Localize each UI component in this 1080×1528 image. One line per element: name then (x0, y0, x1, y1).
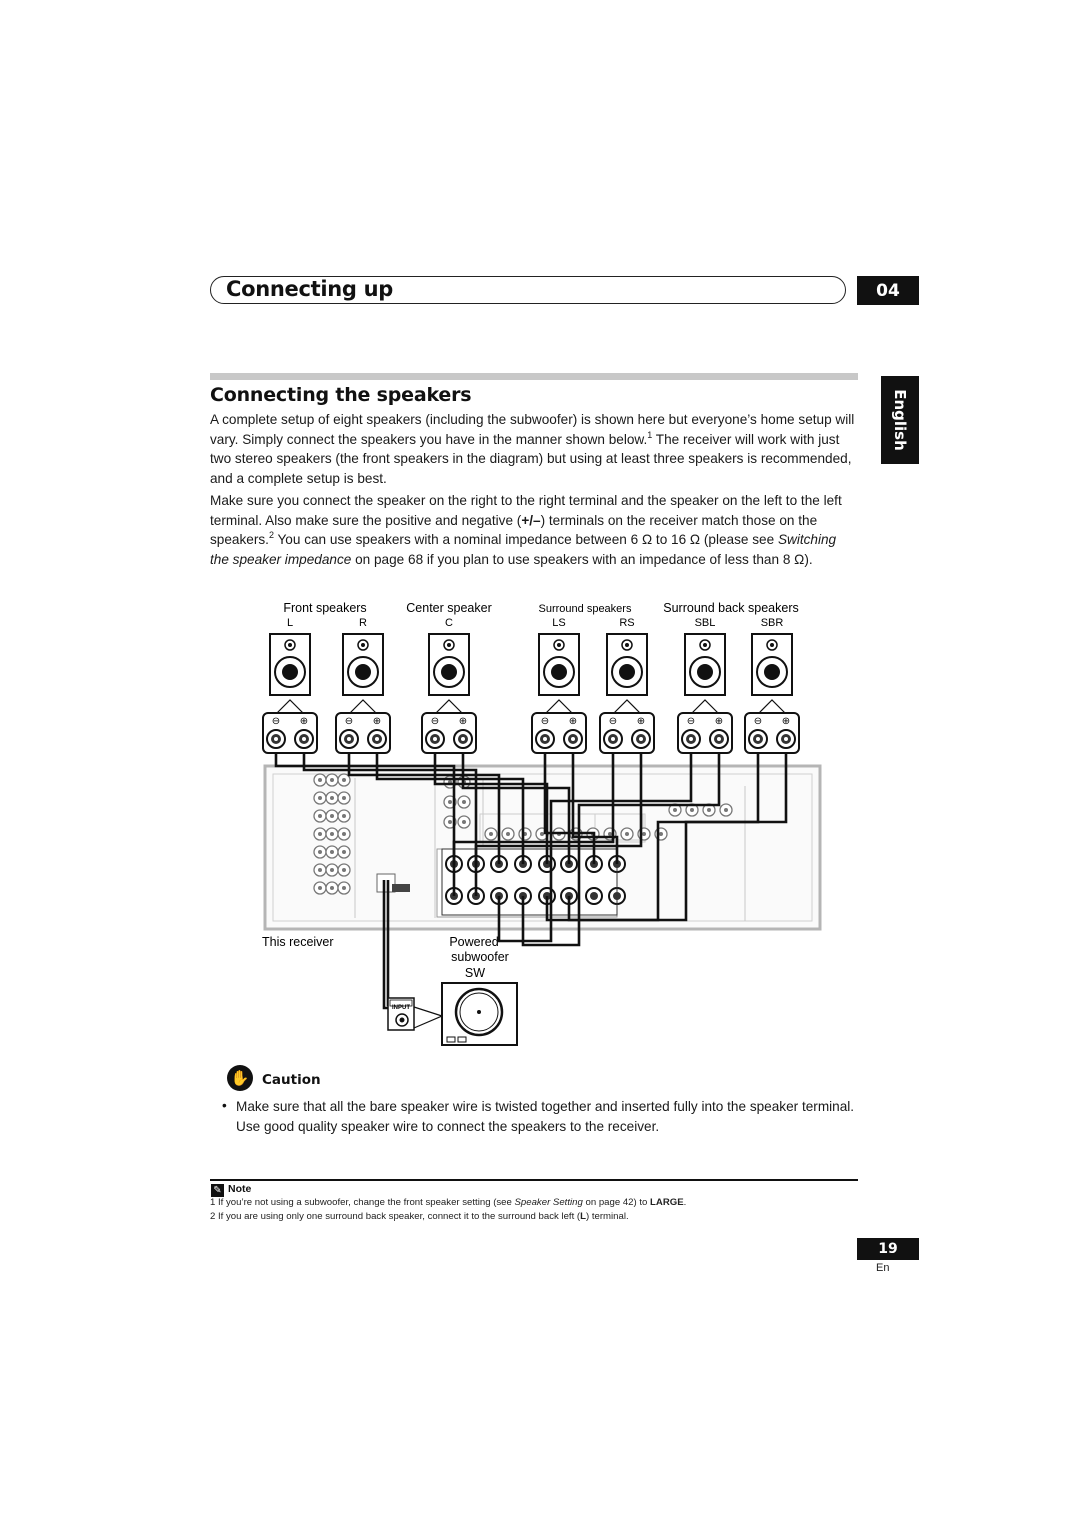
footnote-2-bold: L (580, 1211, 586, 1222)
intro-text-2: The receiver will work with just two ste… (210, 431, 852, 486)
polarity-symbol: +/– (521, 512, 541, 528)
minus-icon: ⊖ (345, 716, 353, 727)
page-language: En (876, 1262, 890, 1274)
connection-text-2: ) terminals on the receiver match those … (210, 512, 818, 548)
channel-label-rs: RS (619, 617, 634, 629)
speaker-rs-icon: ⊖⊕ (599, 633, 655, 754)
channel-label-r: R (359, 617, 367, 629)
minus-icon: ⊖ (272, 716, 280, 727)
note-rule (210, 1179, 858, 1181)
footnote-1-bold: LARGE (650, 1197, 684, 1208)
impedance-reference: Switching the speaker impedance (210, 532, 837, 567)
note-label: Note (228, 1183, 252, 1195)
footnote-1-text-c: . (683, 1197, 687, 1208)
footnote-2-text-b: ) terminal. (585, 1211, 629, 1222)
footnote-2-text-a: 2 If you are using only one surround bac… (210, 1211, 581, 1222)
plus-icon: ⊕ (715, 716, 723, 727)
center-speaker-label: Center speaker (406, 601, 491, 615)
connection-text-3: You can use speakers with a nominal impe… (273, 532, 778, 547)
connection-text-1: Make sure you connect the speaker on the… (210, 493, 842, 528)
caution-label: Caution (262, 1072, 321, 1088)
chapter-header-bar (210, 276, 846, 304)
speaker-c-icon: ⊖⊕ (421, 633, 477, 754)
footnote-1-text-a: 1 If you’re not using a subwoofer, chang… (210, 1197, 515, 1208)
terminal-icon: ⊖⊕ (677, 712, 733, 754)
surround-speakers-label: Surround speakers (539, 603, 632, 615)
terminal-icon: ⊖⊕ (262, 712, 318, 754)
language-tab: English (881, 376, 919, 464)
minus-icon: ⊖ (687, 716, 695, 727)
subwoofer-label-2: subwoofer (451, 950, 509, 964)
terminal-icon: ⊖⊕ (421, 712, 477, 754)
channel-label-l: L (287, 617, 293, 629)
speaker-ls-icon: ⊖⊕ (531, 633, 587, 754)
speakers: ⊖⊕⊖⊕⊖⊕⊖⊕⊖⊕⊖⊕⊖⊕ (262, 633, 800, 754)
intro-text-1: A complete setup of eight speakers (incl… (210, 412, 855, 447)
plus-icon: ⊕ (637, 716, 645, 727)
intro-paragraph: A complete setup of eight speakers (incl… (210, 410, 858, 488)
plus-icon: ⊕ (569, 716, 577, 727)
terminal-icon: ⊖⊕ (531, 712, 587, 754)
surround-back-speakers-label: Surround back speakers (663, 601, 799, 615)
subwoofer-input-label: INPUT (392, 1005, 410, 1011)
subwoofer-label-1: Powered (449, 935, 498, 949)
receiver-icon (263, 764, 822, 931)
plus-icon: ⊕ (373, 716, 381, 727)
subwoofer-id-label: SW (465, 966, 485, 980)
minus-icon: ⊖ (754, 716, 762, 727)
speaker-r-icon: ⊖⊕ (335, 633, 391, 754)
plus-icon: ⊕ (782, 716, 790, 727)
speaker-wires (274, 748, 788, 947)
channel-label-sbl: SBL (695, 617, 716, 629)
language-tab-label: English (891, 389, 909, 451)
footnote-1-italic: Speaker Setting (514, 1197, 583, 1208)
connection-text-4: on page 68 if you plan to use speakers w… (351, 551, 813, 567)
channel-label-ls: LS (552, 617, 565, 629)
terminal-icon: ⊖⊕ (599, 712, 655, 754)
speaker-sbl-icon: ⊖⊕ (677, 633, 733, 754)
section-title: Connecting the speakers (210, 384, 472, 406)
chapter-title: Connecting up (226, 277, 394, 301)
speaker-sbr-icon: ⊖⊕ (744, 633, 800, 754)
speaker-channel-labels: L R C LS RS SBL SBR (287, 617, 783, 629)
footnote-ref-2: 2 (268, 530, 274, 540)
terminal-icon: ⊖⊕ (744, 712, 800, 754)
caution-hand-icon: ✋ (227, 1065, 253, 1091)
channel-label-c: C (445, 617, 453, 629)
page-number: 19 (857, 1238, 919, 1260)
minus-icon: ⊖ (541, 716, 549, 727)
connection-paragraph: Make sure you connect the speaker on the… (210, 491, 858, 569)
caution-text: Make sure that all the bare speaker wire… (236, 1099, 855, 1134)
speaker-l-icon: ⊖⊕ (262, 633, 318, 754)
speaker-wiring-diagram: Front speakers Center speaker Surround s… (262, 601, 822, 1046)
bullet-icon: • (222, 1098, 227, 1113)
front-speakers-label: Front speakers (283, 601, 366, 615)
chapter-number: 04 (857, 276, 919, 305)
footnote-ref-1: 1 (647, 429, 653, 440)
plus-icon: ⊕ (459, 716, 467, 727)
minus-icon: ⊖ (609, 716, 617, 727)
terminal-icon: ⊖⊕ (335, 712, 391, 754)
section-rule (210, 373, 858, 380)
footnote-2: 2 If you are using only one surround bac… (210, 1211, 629, 1222)
plus-icon: ⊕ (300, 716, 308, 727)
minus-icon: ⊖ (431, 716, 439, 727)
footnote-1-text-b: on page 42) to (582, 1197, 651, 1208)
footnote-1: 1 If you’re not using a subwoofer, chang… (210, 1197, 686, 1208)
channel-label-sbr: SBR (761, 617, 784, 629)
note-pencil-icon: ✎ (211, 1184, 224, 1197)
receiver-label: This receiver (262, 935, 334, 949)
subwoofer-icon (387, 982, 518, 1046)
